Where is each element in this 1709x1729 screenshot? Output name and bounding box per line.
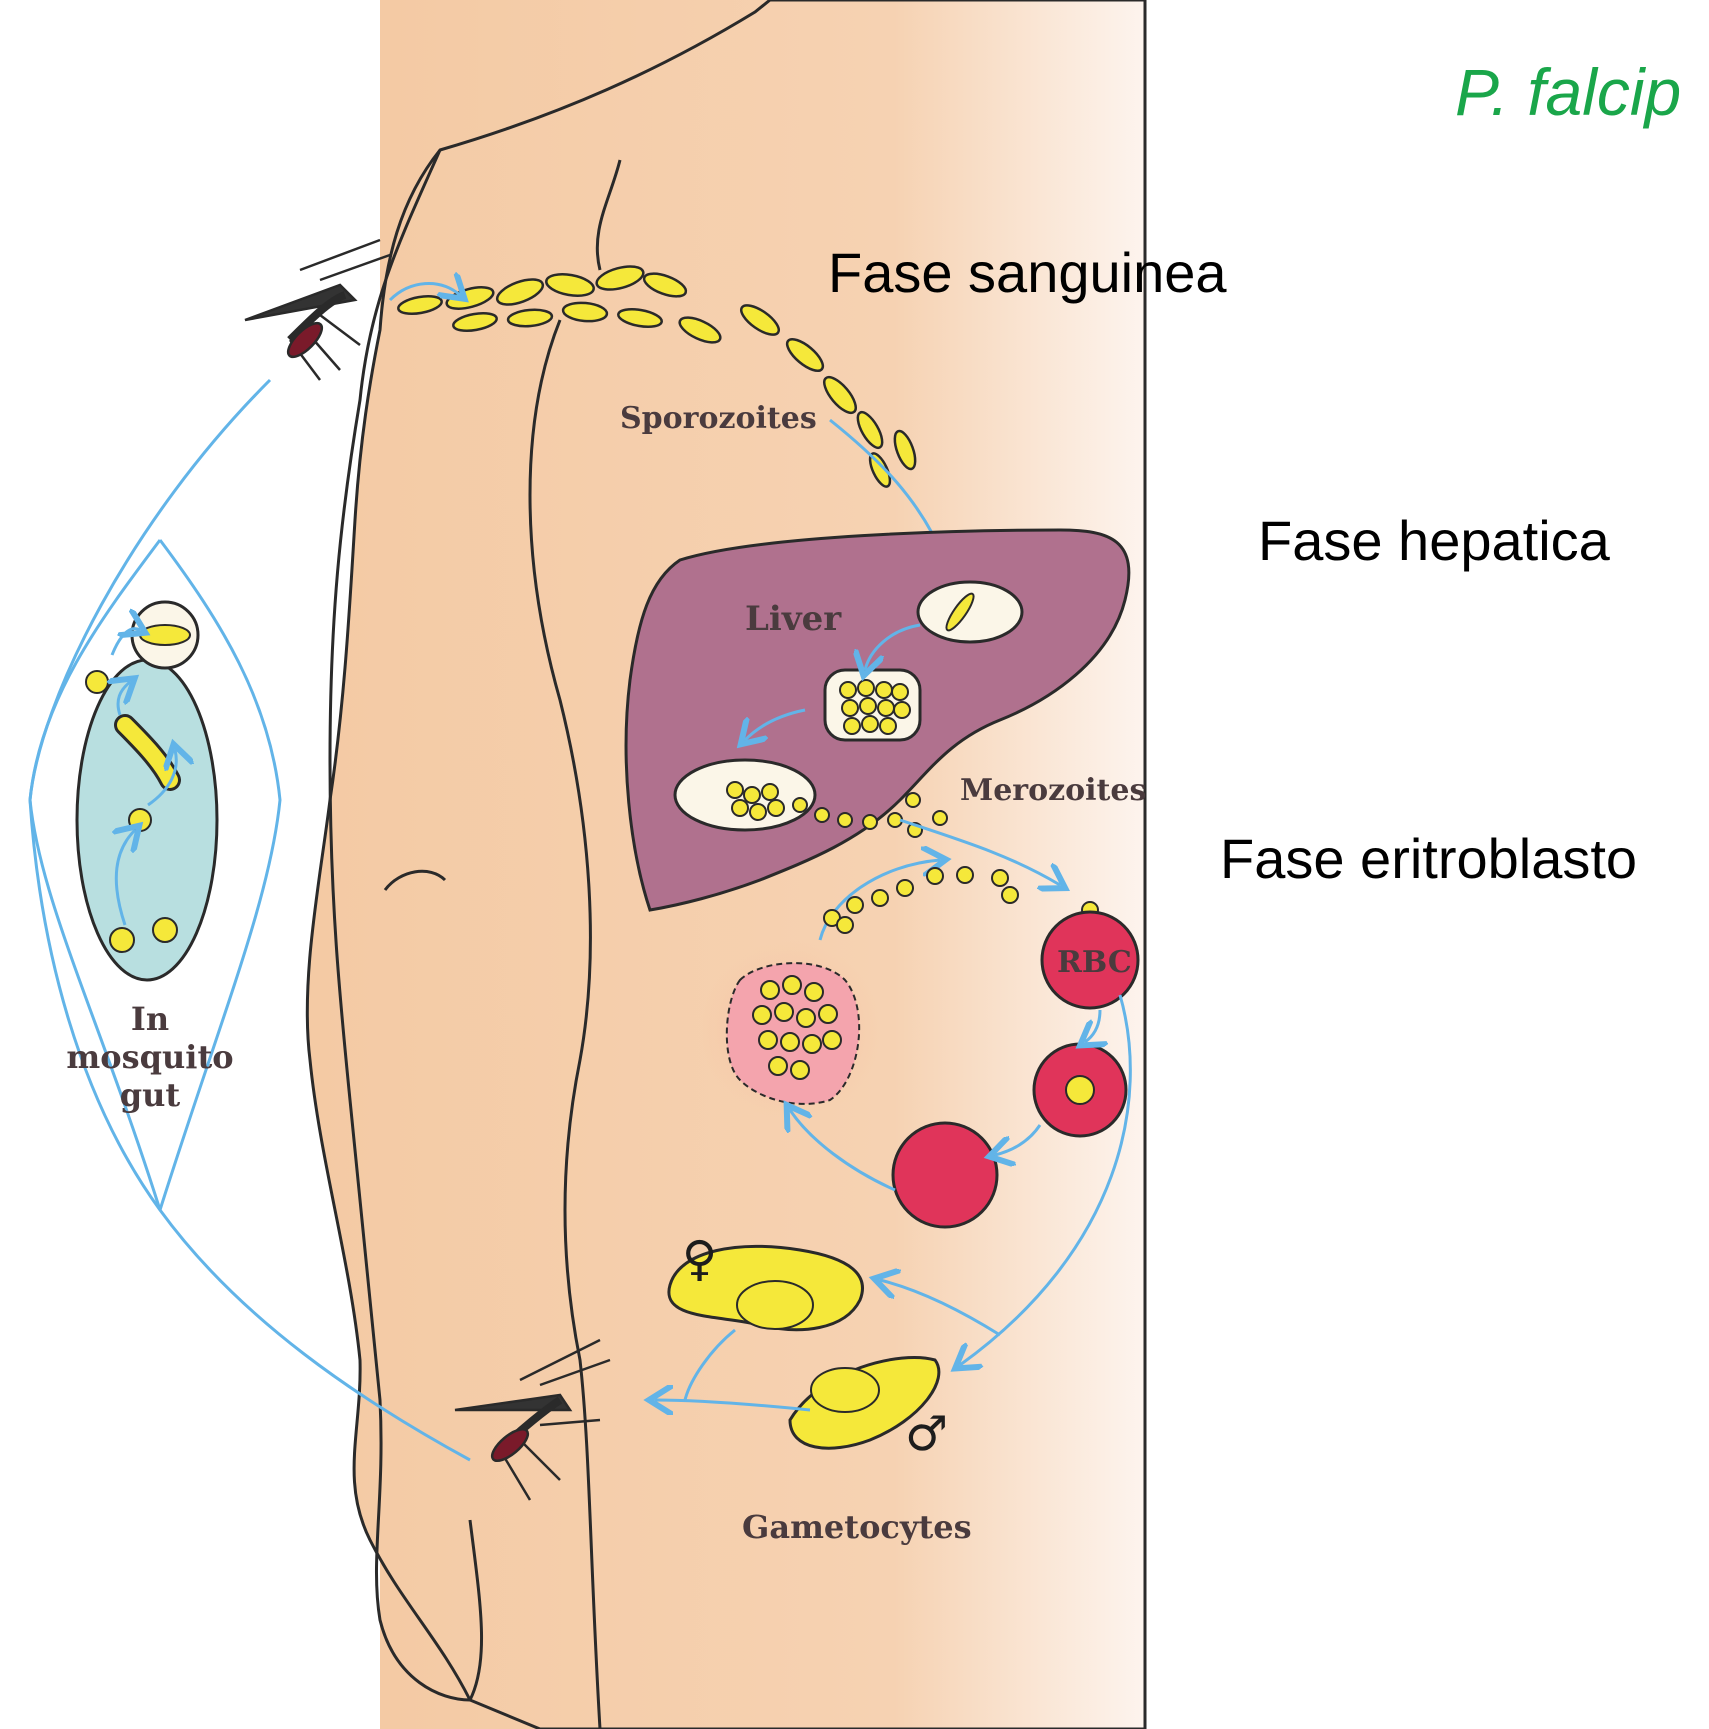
male-gametocyte-body bbox=[811, 1368, 879, 1412]
label-mosquito-line1: In bbox=[131, 1000, 169, 1038]
label-merozoites: Merozoites bbox=[960, 773, 1146, 808]
female-gametocyte-body bbox=[737, 1281, 813, 1329]
label-fase-eritroblasto: Fase eritroblasto bbox=[1220, 827, 1637, 890]
label-fase-sanguinea: Fase sanguinea bbox=[828, 241, 1227, 304]
mosquito-top bbox=[245, 240, 390, 380]
label-mosquito-line3: gut bbox=[120, 1076, 181, 1114]
salivary-sporozoites bbox=[140, 625, 190, 645]
label-gametocytes: Gametocytes bbox=[742, 1508, 972, 1546]
male-symbol: ♂ bbox=[905, 1406, 948, 1462]
label-liver: Liver bbox=[745, 599, 842, 639]
title-species: P. falcip bbox=[1455, 55, 1681, 129]
female-symbol: ♀ bbox=[682, 1231, 717, 1287]
ring-stage-parasite bbox=[1066, 1076, 1094, 1104]
liver-cell-1 bbox=[918, 582, 1022, 642]
label-fase-hepatica: Fase hepatica bbox=[1258, 509, 1611, 572]
label-rbc: RBC bbox=[1057, 945, 1132, 980]
trophozoite-cell bbox=[893, 1123, 997, 1227]
label-mosquito-line2: mosquito bbox=[66, 1038, 233, 1076]
label-sporozoites: Sporozoites bbox=[620, 401, 817, 436]
